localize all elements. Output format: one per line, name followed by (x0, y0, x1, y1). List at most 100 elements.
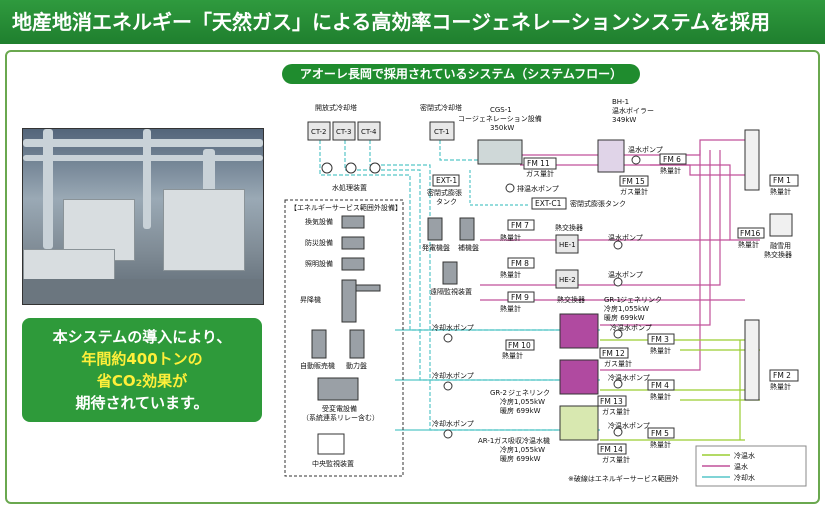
bh1-kw: 349kW (612, 116, 636, 124)
fire-hex-label: 融雪用 (770, 241, 791, 250)
fm16-meter: 熱量計 (738, 240, 759, 249)
fm15-meter: ガス量計 (620, 187, 648, 196)
gr2-heat: 暖房 699kW (500, 406, 541, 415)
extc1-desc: 密閉式膨張タンク (570, 199, 626, 208)
gr1-chilled-pump: 冷温水ポンプ (610, 323, 652, 332)
fm3-meter: 熱量計 (650, 346, 671, 355)
fm9-meter: 熱量計 (500, 304, 521, 313)
substation-label: 受変電設備 (322, 404, 357, 413)
bh1-desc: 温水ボイラー (612, 106, 654, 115)
he1-desc: 熱交換器 (555, 223, 583, 232)
elevator-label: 昇降機 (300, 295, 321, 304)
fm5-meter: 熱量計 (650, 440, 671, 449)
open-cooling-tower-label: 開放式冷却塔 (315, 103, 357, 112)
ar1-name: ガス吸収冷温水機 (494, 436, 550, 445)
callout-line-1: 本システムの導入により、 (52, 328, 232, 346)
ar1-chilled-pump: 冷温水ポンプ (608, 421, 650, 430)
generator-panels: 発電機盤 補機盤 遠隔監視装置 (422, 217, 479, 296)
gr2-name: ジェネリンク (508, 389, 550, 397)
fm4-meter: 熱量計 (650, 392, 671, 401)
open-cooling-towers: 開放式冷却塔 CT-2 CT-3 CT-4 水処理装置 (307, 103, 381, 192)
energy-box-title: 【エネルギーサービス範囲外設備】 (290, 203, 402, 212)
legend-item-chilled: 冷温水 (734, 451, 755, 460)
gr1-name: ジェネリンク (620, 296, 662, 304)
he2-label: HE-2 (559, 276, 576, 284)
fm10-meter: 熱量計 (502, 351, 523, 360)
he1-label: HE-1 (559, 241, 576, 249)
gr2-unit: GR-2 ジェネリンク 冷房1,055kW 暖房 699kW (490, 359, 599, 415)
he2-pump: 温水ポンプ (608, 270, 643, 279)
callout-line-2: 年間約400トンの (81, 350, 203, 368)
page-title: 地産地消エネルギー「天然ガス」による高効率コージェネレーションシステムを採用 (0, 0, 825, 44)
fm14-meter: ガス量計 (602, 455, 630, 464)
fm14-label: FM 14 (600, 445, 623, 454)
ar1-heat: 暖房 699kW (500, 454, 541, 463)
cgs-gas-meter: ガス量計 (526, 169, 554, 178)
central-monitor-label: 中央監視装置 (312, 459, 354, 468)
fm3-label: FM 3 (651, 335, 669, 344)
plant-photo (22, 128, 264, 305)
ar1-unit: AR-1 ガス吸収冷温水機 冷房1,055kW 暖房 699kW (478, 405, 599, 463)
fm1-meter: 熱量計 (770, 187, 791, 196)
fm1-label: FM 1 (773, 176, 791, 185)
ext1-desc2: タンク (436, 197, 457, 206)
ar1-cool: 冷房1,055kW (500, 445, 545, 454)
generator-label: 発電機盤 (422, 243, 450, 252)
fm13-label: FM 13 (600, 397, 623, 406)
ct3-label: CT-3 (336, 128, 352, 136)
legend-item-cooling: 冷却水 (734, 473, 755, 482)
fm5-label: FM 5 (651, 429, 669, 438)
gr1-cool: 冷房1,055kW (604, 304, 649, 313)
fm15-label: FM 15 (622, 177, 645, 186)
fm12-meter: ガス量計 (604, 359, 632, 368)
fm11-label: FM 11 (527, 159, 550, 168)
fm7-label: FM 7 (511, 221, 529, 230)
fm7-meter: 熱量計 (500, 233, 521, 242)
lighting-label: 照明設備 (305, 259, 333, 268)
remote-monitor-label: 遠隔監視装置 (430, 287, 472, 296)
out-of-scope-box: 【エネルギーサービス範囲外設備】 換気設備 防災設備 照明設備 昇降機 自動販売… (284, 199, 404, 477)
callout-line-3-text: 省CO₂効果が (96, 372, 188, 390)
cgs-unit: CGS-1 コージェネレーション設備 350kW FM 11 ガス量計 EXT-… (427, 106, 626, 210)
ext1-desc1: 密閉式膨張 (427, 188, 462, 197)
fm8-label: FM 8 (511, 259, 529, 268)
aux-panel-label: 補機盤 (458, 243, 479, 252)
gr1-heat: 暖房 699kW (604, 313, 645, 322)
callout-line-4: 期待されています。 (75, 394, 209, 412)
gr1-label: GR-1 (604, 296, 621, 304)
cgs-kw: 350kW (490, 124, 514, 132)
vending-label: 自動販売機 (300, 361, 335, 370)
extc1-label: EXT-C1 (535, 199, 562, 208)
cooling-pump-1: 冷却水ポンプ (432, 323, 474, 332)
cooling-pump-2: 冷却水ポンプ (432, 371, 474, 380)
fm12-label: FM 12 (602, 349, 625, 358)
gr2-label: GR-2 (490, 389, 507, 397)
fire-hex-label2: 熱交換器 (764, 250, 792, 259)
gr1-unit: GR-1 ジェネリンク 冷房1,055kW 暖房 699kW (559, 296, 662, 349)
callout-line-3: 省CO₂効果が (22, 370, 262, 392)
closed-cooling-tower: 密閉式冷却塔 CT-1 (420, 103, 462, 141)
fm2-meter: 熱量計 (770, 382, 791, 391)
fm16-label: FM16 (740, 229, 761, 238)
bh1-hot-pump: 温水ポンプ (628, 145, 663, 154)
water-treatment-label: 水処理装置 (332, 183, 367, 192)
fm6-meter: 熱量計 (660, 166, 681, 175)
he1-pump: 温水ポンプ (608, 233, 643, 242)
ext1-label: EXT-1 (436, 176, 457, 185)
gr2-cool: 冷房1,055kW (500, 397, 545, 406)
fm8-meter: 熱量計 (500, 270, 521, 279)
ct2-label: CT-2 (311, 128, 327, 136)
fm10-label: FM 10 (508, 341, 531, 350)
power-panel-label: 動力盤 (346, 361, 367, 370)
exhaust-pump-label: 排温水ポンプ (517, 184, 559, 193)
ventilation-label: 換気設備 (305, 217, 333, 226)
legend-item-hot: 温水 (734, 462, 748, 471)
dashed-line-note: ※破線はエネルギーサービス範囲外 (568, 475, 679, 483)
disaster-label: 防災設備 (305, 238, 333, 247)
bh1-boiler: BH-1 温水ボイラー 349kW 温水ポンプ FM 6 熱量計 FM 15 ガ… (597, 98, 687, 196)
ar1-label: AR-1 (478, 437, 494, 445)
cooling-pump-3: 冷却水ポンプ (432, 419, 474, 428)
content-panel (5, 50, 820, 504)
